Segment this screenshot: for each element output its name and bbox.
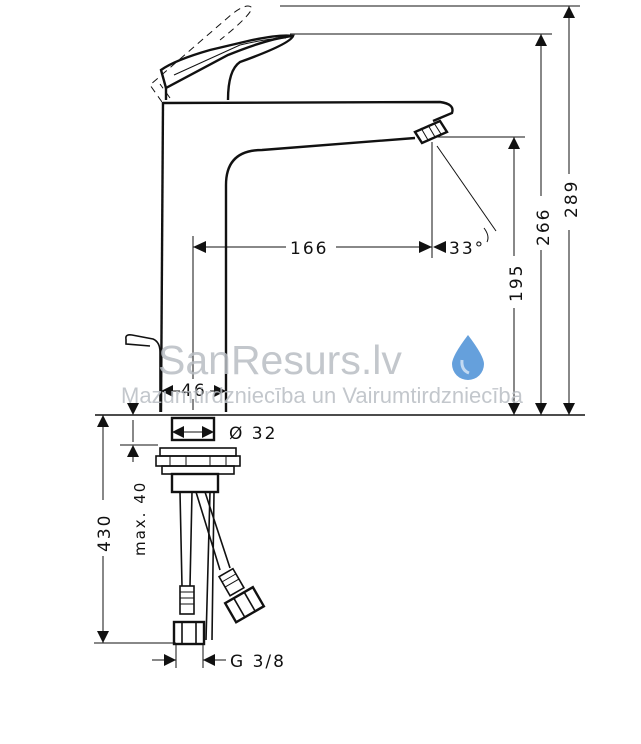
watermark-brand: SanResurs.lv	[158, 337, 402, 383]
watermark: SanResurs.lv Mazumtirdzniecība un Vairum…	[121, 335, 524, 408]
lever-handle	[149, 5, 295, 103]
water-drop-icon	[452, 335, 484, 380]
mounting-shank	[155, 416, 241, 494]
dim-label-289: 289	[562, 180, 582, 218]
dim-label-266: 266	[534, 208, 554, 246]
dim-label-46: 46	[181, 381, 207, 401]
supply-hoses	[172, 491, 266, 646]
dimension-195: 195	[436, 136, 527, 415]
faucet-body	[159, 100, 454, 413]
dimension-430: 430	[92, 415, 176, 644]
dimension-g-3-8: G 3/8	[152, 644, 286, 672]
dim-label-diameter-32: Ø 32	[229, 424, 277, 444]
dim-label-430: 430	[95, 514, 115, 552]
dimension-46: 46	[161, 379, 226, 401]
dimension-33-degree: 33°	[433, 145, 497, 259]
dimension-266: 266	[290, 33, 554, 415]
popup-rod	[125, 334, 161, 412]
watermark-tagline: Mazumtirdzniecība un Vairumtirdzniecība	[121, 383, 524, 408]
dim-label-33-degree: 33°	[449, 239, 485, 259]
dim-label-g-3-8: G 3/8	[230, 652, 286, 672]
dimension-289: 289	[280, 5, 582, 415]
dim-label-max-40: max. 40	[131, 481, 149, 556]
dimension-max-40: max. 40	[120, 403, 158, 556]
dimension-diameter-32: Ø 32	[172, 424, 277, 444]
dim-label-195: 195	[507, 264, 527, 302]
dim-label-166: 166	[290, 239, 328, 259]
